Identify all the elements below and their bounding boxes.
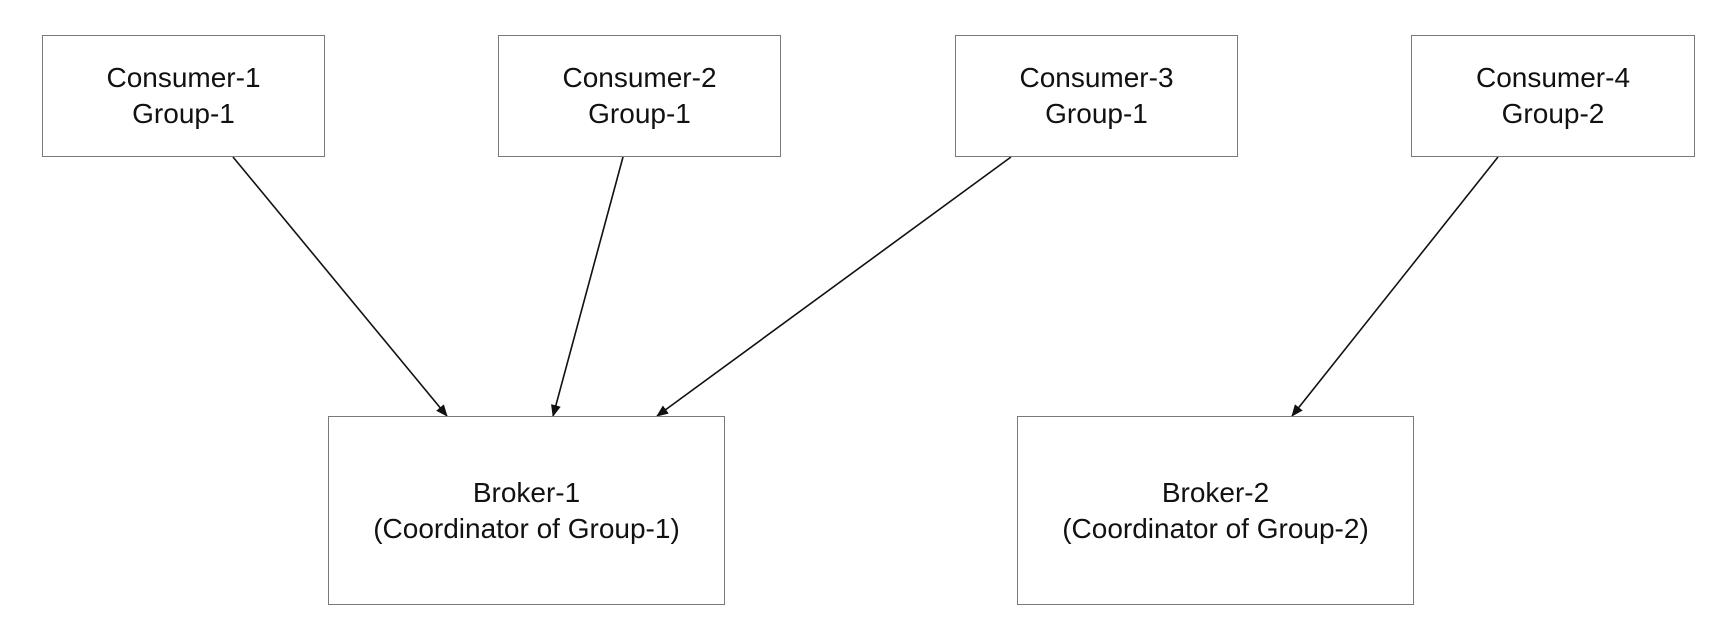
edge-consumer-4-to-broker-2 [1291, 156, 1499, 417]
consumer-group: Group-1 [1045, 98, 1148, 129]
broker-1-node: Broker-1 (Coordinator of Group-1) [328, 416, 725, 605]
consumer-2-node: Consumer-2 Group-1 [498, 35, 781, 157]
consumer-group: Group-2 [1501, 98, 1605, 129]
consumer-name: Consumer-3 [1019, 62, 1174, 93]
broker-name: Broker-1 [472, 476, 581, 508]
consumer-3-node: Consumer-3 Group-1 [955, 35, 1238, 157]
edge-consumer-1-to-broker-1 [232, 156, 448, 417]
edge-consumer-2-to-broker-1 [551, 156, 624, 417]
broker-role: (Coordinator of Group-1) [373, 512, 680, 544]
broker-role: (Coordinator of Group-2) [1062, 512, 1369, 544]
consumer-name: Consumer-4 [1475, 62, 1631, 93]
consumer-name: Consumer-2 [562, 62, 717, 93]
edge-consumer-3-to-broker-1 [656, 156, 1012, 417]
broker-name: Broker-2 [1161, 476, 1270, 508]
consumer-4-node: Consumer-4 Group-2 [1411, 35, 1695, 157]
consumer-name: Consumer-1 [106, 62, 261, 93]
consumer-group: Group-1 [132, 98, 235, 129]
broker-2-node: Broker-2 (Coordinator of Group-2) [1017, 416, 1414, 605]
consumer-group: Group-1 [588, 98, 691, 129]
consumer-1-node: Consumer-1 Group-1 [42, 35, 325, 157]
